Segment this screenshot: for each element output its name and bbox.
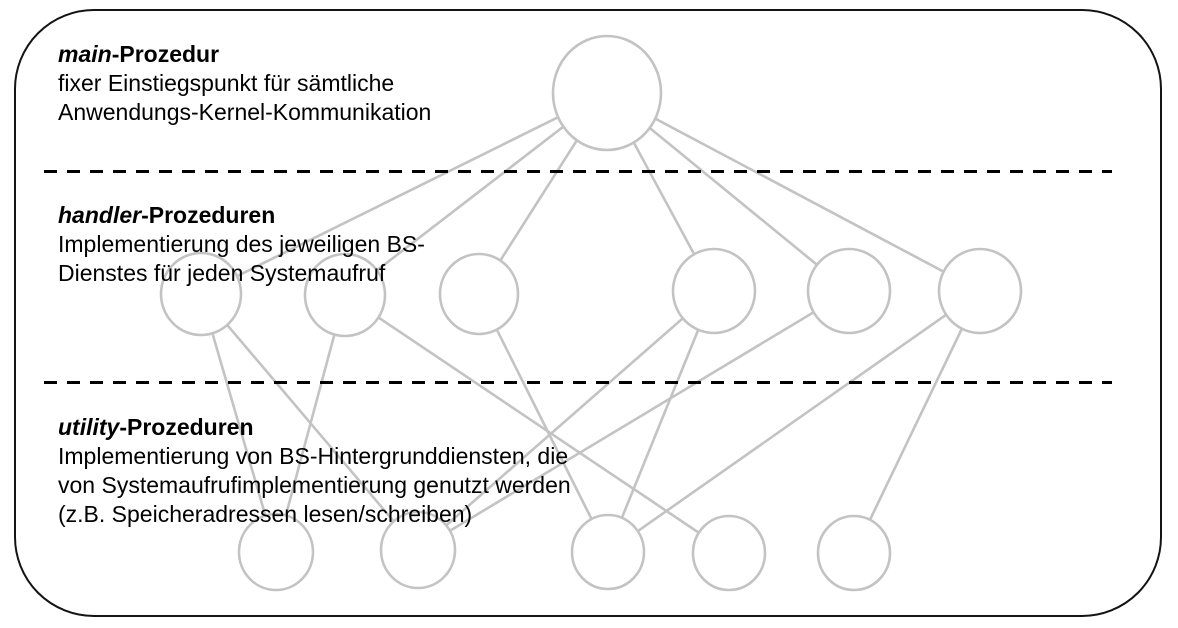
call-edge-h4-u3 <box>606 290 716 553</box>
utility-procedure-node-u2 <box>379 510 457 590</box>
handler-procedure-node-h2 <box>303 252 387 338</box>
utility-procedure-node-u4 <box>691 514 767 592</box>
layer-title-main: main-Prozedur <box>58 41 220 67</box>
handler-procedure-node-h3 <box>438 252 520 336</box>
layer-title-utility: utility-Prozeduren <box>58 414 254 440</box>
call-edge-main-h6 <box>606 91 981 293</box>
layer-separator-main-handler <box>44 170 1112 173</box>
layer-desc-line: Implementierung des jeweiligen BS- <box>58 231 425 257</box>
layer-desc-line: Implementierung von BS-Hintergrunddienst… <box>58 443 569 469</box>
layer-label-handler: handler-Prozeduren Implementierung des j… <box>58 201 425 288</box>
handler-procedure-node-h1 <box>159 251 243 337</box>
main-procedure-node-main <box>551 34 663 152</box>
layer-title-handler: handler-Prozeduren <box>58 202 276 228</box>
layer-label-utility: utility-Prozeduren Implementierung von B… <box>58 413 571 529</box>
call-edge-main-h1 <box>200 91 608 296</box>
layer-desc-line: Dienstes für jeden Systemaufruf <box>58 260 386 286</box>
utility-procedure-node-u3 <box>570 513 646 591</box>
utility-procedure-node-u5 <box>816 514 892 592</box>
call-edge-h5-u2 <box>417 289 850 552</box>
call-edge-h4-u2 <box>417 290 715 551</box>
call-edge-h6-u5 <box>852 290 982 554</box>
handler-procedure-node-h4 <box>671 247 757 335</box>
handler-procedure-node-h5 <box>806 247 892 335</box>
layer-desc-line: Anwendungs-Kernel-Kommunikation <box>58 99 432 125</box>
layer-desc-line: fixer Einstiegspunkt für sämtliche <box>58 70 395 96</box>
utility-procedure-node-u1 <box>237 512 315 592</box>
call-edge-h2-u1 <box>274 294 347 553</box>
call-edge-h2-u4 <box>344 293 730 555</box>
handler-procedure-node-h6 <box>937 247 1023 335</box>
layer-desc-line: von Systemaufrufimplementierung genutzt … <box>58 472 571 498</box>
call-edge-h1-u1 <box>199 293 278 553</box>
rounded-border-frame <box>14 9 1162 617</box>
layer-label-main: main-Prozedur fixer Einstiegspunkt für s… <box>58 40 431 127</box>
layer-separator-handler-utility <box>44 381 1112 384</box>
call-edge-h1-u2 <box>200 293 419 551</box>
layer-desc-line: (z.B. Speicheradressen lesen/schreiben) <box>58 501 473 527</box>
call-edge-h3-u3 <box>477 293 610 553</box>
call-edge-h6-u3 <box>607 289 981 554</box>
